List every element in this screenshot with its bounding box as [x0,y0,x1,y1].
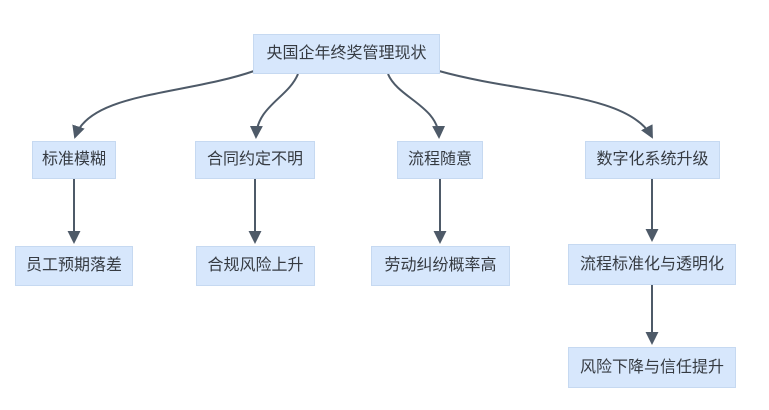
node-effect-risk-down-trust-up: 风险下降与信任提升 [568,347,736,388]
node-cause-process-arbitrary: 流程随意 [397,141,483,179]
node-effect-employee-expectation-gap: 员工预期落差 [15,246,133,286]
edge-root-cause4 [438,70,653,139]
node-cause-digital-upgrade: 数字化系统升级 [585,141,720,179]
node-cause-contract-unclear: 合同约定不明 [195,141,315,179]
edge-root-cause2 [249,73,299,139]
node-effect-compliance-risk-rise: 合规风险上升 [196,246,315,286]
edge-root-cause1 [72,70,255,139]
node-effect-process-standardization: 流程标准化与透明化 [568,244,736,285]
edge-root-cause3 [387,73,446,139]
node-cause-standards-vague: 标准模糊 [32,141,116,179]
node-root: 央国企年终奖管理现状 [253,34,440,74]
node-effect-labor-dispute-probability: 劳动纠纷概率高 [371,246,510,286]
